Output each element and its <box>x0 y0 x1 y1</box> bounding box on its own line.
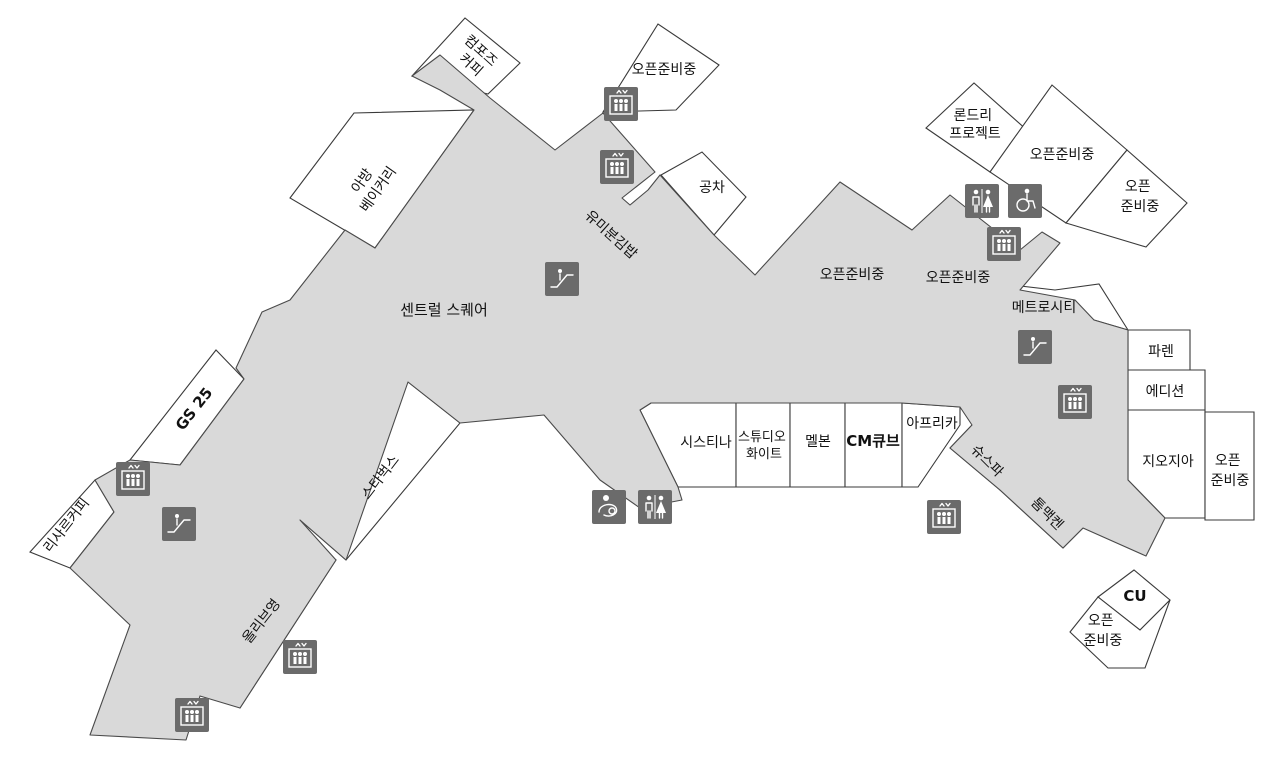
restroom-icon[interactable] <box>964 183 1000 219</box>
store-label-gongcha: 공차 <box>699 180 725 196</box>
store-label-melbon: 멜본 <box>805 434 831 450</box>
elevator-icon[interactable] <box>926 499 962 535</box>
store-label-giordano: 지오지아 <box>1142 454 1194 470</box>
store-label-open-top1: 오픈준비중 <box>632 62 697 78</box>
store-label-open-right1: 오픈준비중 <box>1030 147 1095 163</box>
store-label-studio-white: 스튜디오 화이트 <box>738 430 790 462</box>
store-label-open-mid2: 오픈준비중 <box>926 270 991 286</box>
accessible-restroom-icon[interactable] <box>1007 183 1043 219</box>
elevator-icon[interactable] <box>986 226 1022 262</box>
store-studio-white-block[interactable] <box>735 402 791 488</box>
store-open-right2-block[interactable] <box>1065 149 1188 248</box>
elevator-icon[interactable] <box>282 639 318 675</box>
store-label-open-right3: 오픈 준비중 <box>1211 453 1250 489</box>
store-label-laundry: 론드리 프로젝트 <box>949 108 1001 142</box>
restroom-icon[interactable] <box>637 489 673 525</box>
store-label-open-mid1: 오픈준비중 <box>820 267 885 283</box>
store-label-open-right2: 오픈 준비중 <box>1121 179 1160 215</box>
central-square-corridor[interactable] <box>69 54 1166 741</box>
elevator-icon[interactable] <box>599 149 635 185</box>
elevator-icon[interactable] <box>174 697 210 733</box>
store-label-cmcube: CM큐브 <box>846 432 900 450</box>
nursing-room-icon[interactable] <box>591 489 627 525</box>
store-label-metrocity: 메트로시티 <box>1012 300 1076 316</box>
store-label-africa: 아프리카 <box>906 416 958 432</box>
escalator-icon[interactable] <box>544 261 580 297</box>
store-label-edition: 에디션 <box>1146 384 1185 400</box>
escalator-icon[interactable] <box>161 506 197 542</box>
corridor-label: 센트럴 스퀘어 <box>400 301 488 319</box>
store-open-bottom-block[interactable] <box>1069 596 1171 669</box>
escalator-icon[interactable] <box>1017 329 1053 365</box>
store-label-open-bottom: 오픈 준비중 <box>1084 613 1123 649</box>
elevator-icon[interactable] <box>603 86 639 122</box>
store-label-sistina: 시스티나 <box>680 435 732 451</box>
elevator-icon[interactable] <box>115 461 151 497</box>
store-open-right3-block[interactable] <box>1204 411 1255 521</box>
elevator-icon[interactable] <box>1057 384 1093 420</box>
store-label-cu: CU <box>1123 587 1146 605</box>
store-label-parren: 파렌 <box>1148 344 1174 360</box>
